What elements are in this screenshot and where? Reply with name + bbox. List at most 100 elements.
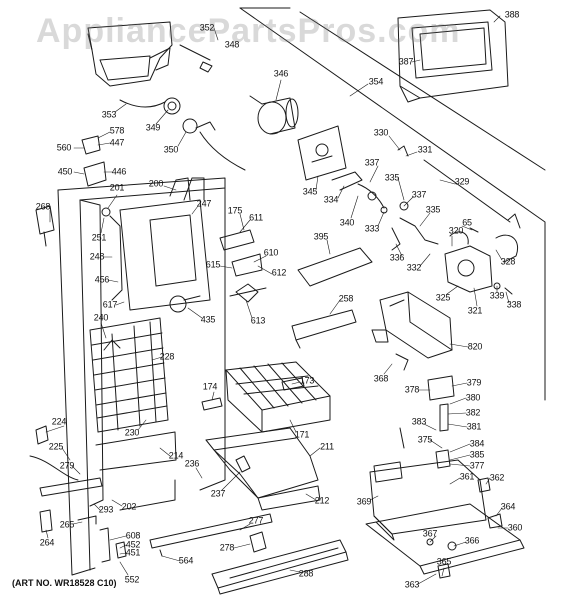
part-callout: 201 [109, 182, 125, 193]
part-callout: 225 [48, 441, 64, 452]
part-callout: 211 [320, 441, 334, 452]
part-callout: 333 [364, 223, 380, 234]
part-callout: 820 [467, 341, 483, 352]
part-callout: 337 [411, 189, 427, 200]
part-callout: 380 [465, 392, 481, 403]
part-callout: 65 [462, 217, 472, 228]
evaporator-cover [101, 177, 211, 311]
auger-motor [249, 95, 299, 135]
part-callout: 230 [124, 427, 140, 438]
part-callout: 610 [263, 247, 279, 258]
part-callout: 350 [163, 144, 179, 155]
part-callout: 331 [417, 144, 433, 155]
part-callout: 615 [205, 259, 221, 270]
icemaker [371, 291, 453, 371]
auger-assembly [119, 44, 246, 171]
part-callout: 348 [224, 39, 240, 50]
part-callout: 335 [425, 204, 441, 215]
part-callout: 364 [500, 501, 516, 512]
part-callout: 328 [500, 256, 516, 267]
dispenser-linkage [331, 145, 521, 251]
part-callout: 332 [406, 262, 422, 273]
part-callout: 200 [148, 178, 164, 189]
part-callout: 174 [202, 381, 218, 392]
part-callout: 175 [227, 205, 243, 216]
part-callout: 361 [459, 471, 475, 482]
part-callout: 340 [339, 217, 355, 228]
part-callout: 329 [454, 176, 470, 187]
art-number: (ART NO. WR18528 C10) [12, 578, 117, 588]
part-callout: 611 [249, 212, 263, 223]
part-callout: 236 [184, 458, 200, 469]
part-callout: 608 [125, 530, 141, 541]
small-parts-left [29, 135, 127, 563]
part-callout: 247 [196, 198, 212, 209]
part-callout: 451 [125, 547, 141, 558]
part-callout: 452 [125, 539, 141, 550]
part-callout: 382 [465, 407, 481, 418]
part-callout: 173 [299, 375, 315, 386]
part-callout: 293 [98, 504, 114, 515]
part-callout: 258 [338, 293, 354, 304]
part-callout: 346 [273, 68, 289, 79]
part-callout: 366 [464, 535, 480, 546]
part-callout: 212 [314, 495, 330, 506]
fan-motor [169, 229, 267, 313]
part-callout: 288 [298, 568, 314, 579]
part-callout: 360 [507, 522, 523, 533]
part-callout: 338 [506, 299, 522, 310]
part-callout: 446 [111, 166, 127, 177]
part-callout: 240 [93, 312, 109, 323]
part-callout: 354 [368, 76, 384, 87]
part-callout: 612 [271, 267, 287, 278]
part-callout: 339 [489, 290, 505, 301]
part-callout: 456 [94, 274, 110, 285]
part-callout: 330 [373, 127, 389, 138]
part-callout: 388 [504, 9, 520, 20]
part-callout: 375 [417, 434, 433, 445]
part-callout: 325 [435, 292, 451, 303]
part-callout: 447 [109, 137, 125, 148]
part-callout: 368 [373, 373, 389, 384]
freezer-cabinet [57, 7, 546, 576]
part-callout: 578 [109, 125, 125, 136]
part-callout: 395 [313, 231, 329, 242]
part-callout: 450 [57, 166, 73, 177]
part-callout: 264 [39, 537, 55, 548]
part-callout: 171 [294, 429, 310, 440]
part-callout: 335 [384, 172, 400, 183]
part-callout: 277 [248, 515, 264, 526]
ice-bucket [87, 21, 173, 87]
part-callout: 336 [389, 252, 405, 263]
part-callout: 349 [145, 122, 161, 133]
evaporator-coil [89, 317, 177, 471]
part-callout: 202 [121, 501, 137, 512]
part-callout: 378 [404, 384, 420, 395]
part-callout: 564 [178, 555, 194, 566]
part-callout: 237 [210, 488, 226, 499]
part-callout: 320 [448, 225, 464, 236]
part-callout: 617 [102, 299, 118, 310]
part-callout: 268 [35, 201, 51, 212]
part-callout: 381 [466, 421, 482, 432]
part-callout: 224 [51, 416, 67, 427]
part-callout: 385 [469, 449, 485, 460]
wire-shelf [201, 361, 331, 433]
part-callout: 613 [250, 315, 266, 326]
freezer-basket [205, 427, 321, 511]
part-callout: 384 [469, 438, 485, 449]
part-callout: 334 [323, 194, 339, 205]
cover-plates [291, 247, 373, 349]
part-callout: 228 [159, 351, 175, 362]
part-callout: 362 [489, 472, 505, 483]
part-callout: 387 [398, 56, 414, 67]
part-callout: 279 [59, 460, 75, 471]
part-callout: 337 [364, 157, 380, 168]
bracket-345 [297, 125, 347, 181]
part-callout: 560 [56, 142, 72, 153]
part-callout: 353 [101, 109, 117, 120]
part-callout: 265 [59, 519, 75, 530]
